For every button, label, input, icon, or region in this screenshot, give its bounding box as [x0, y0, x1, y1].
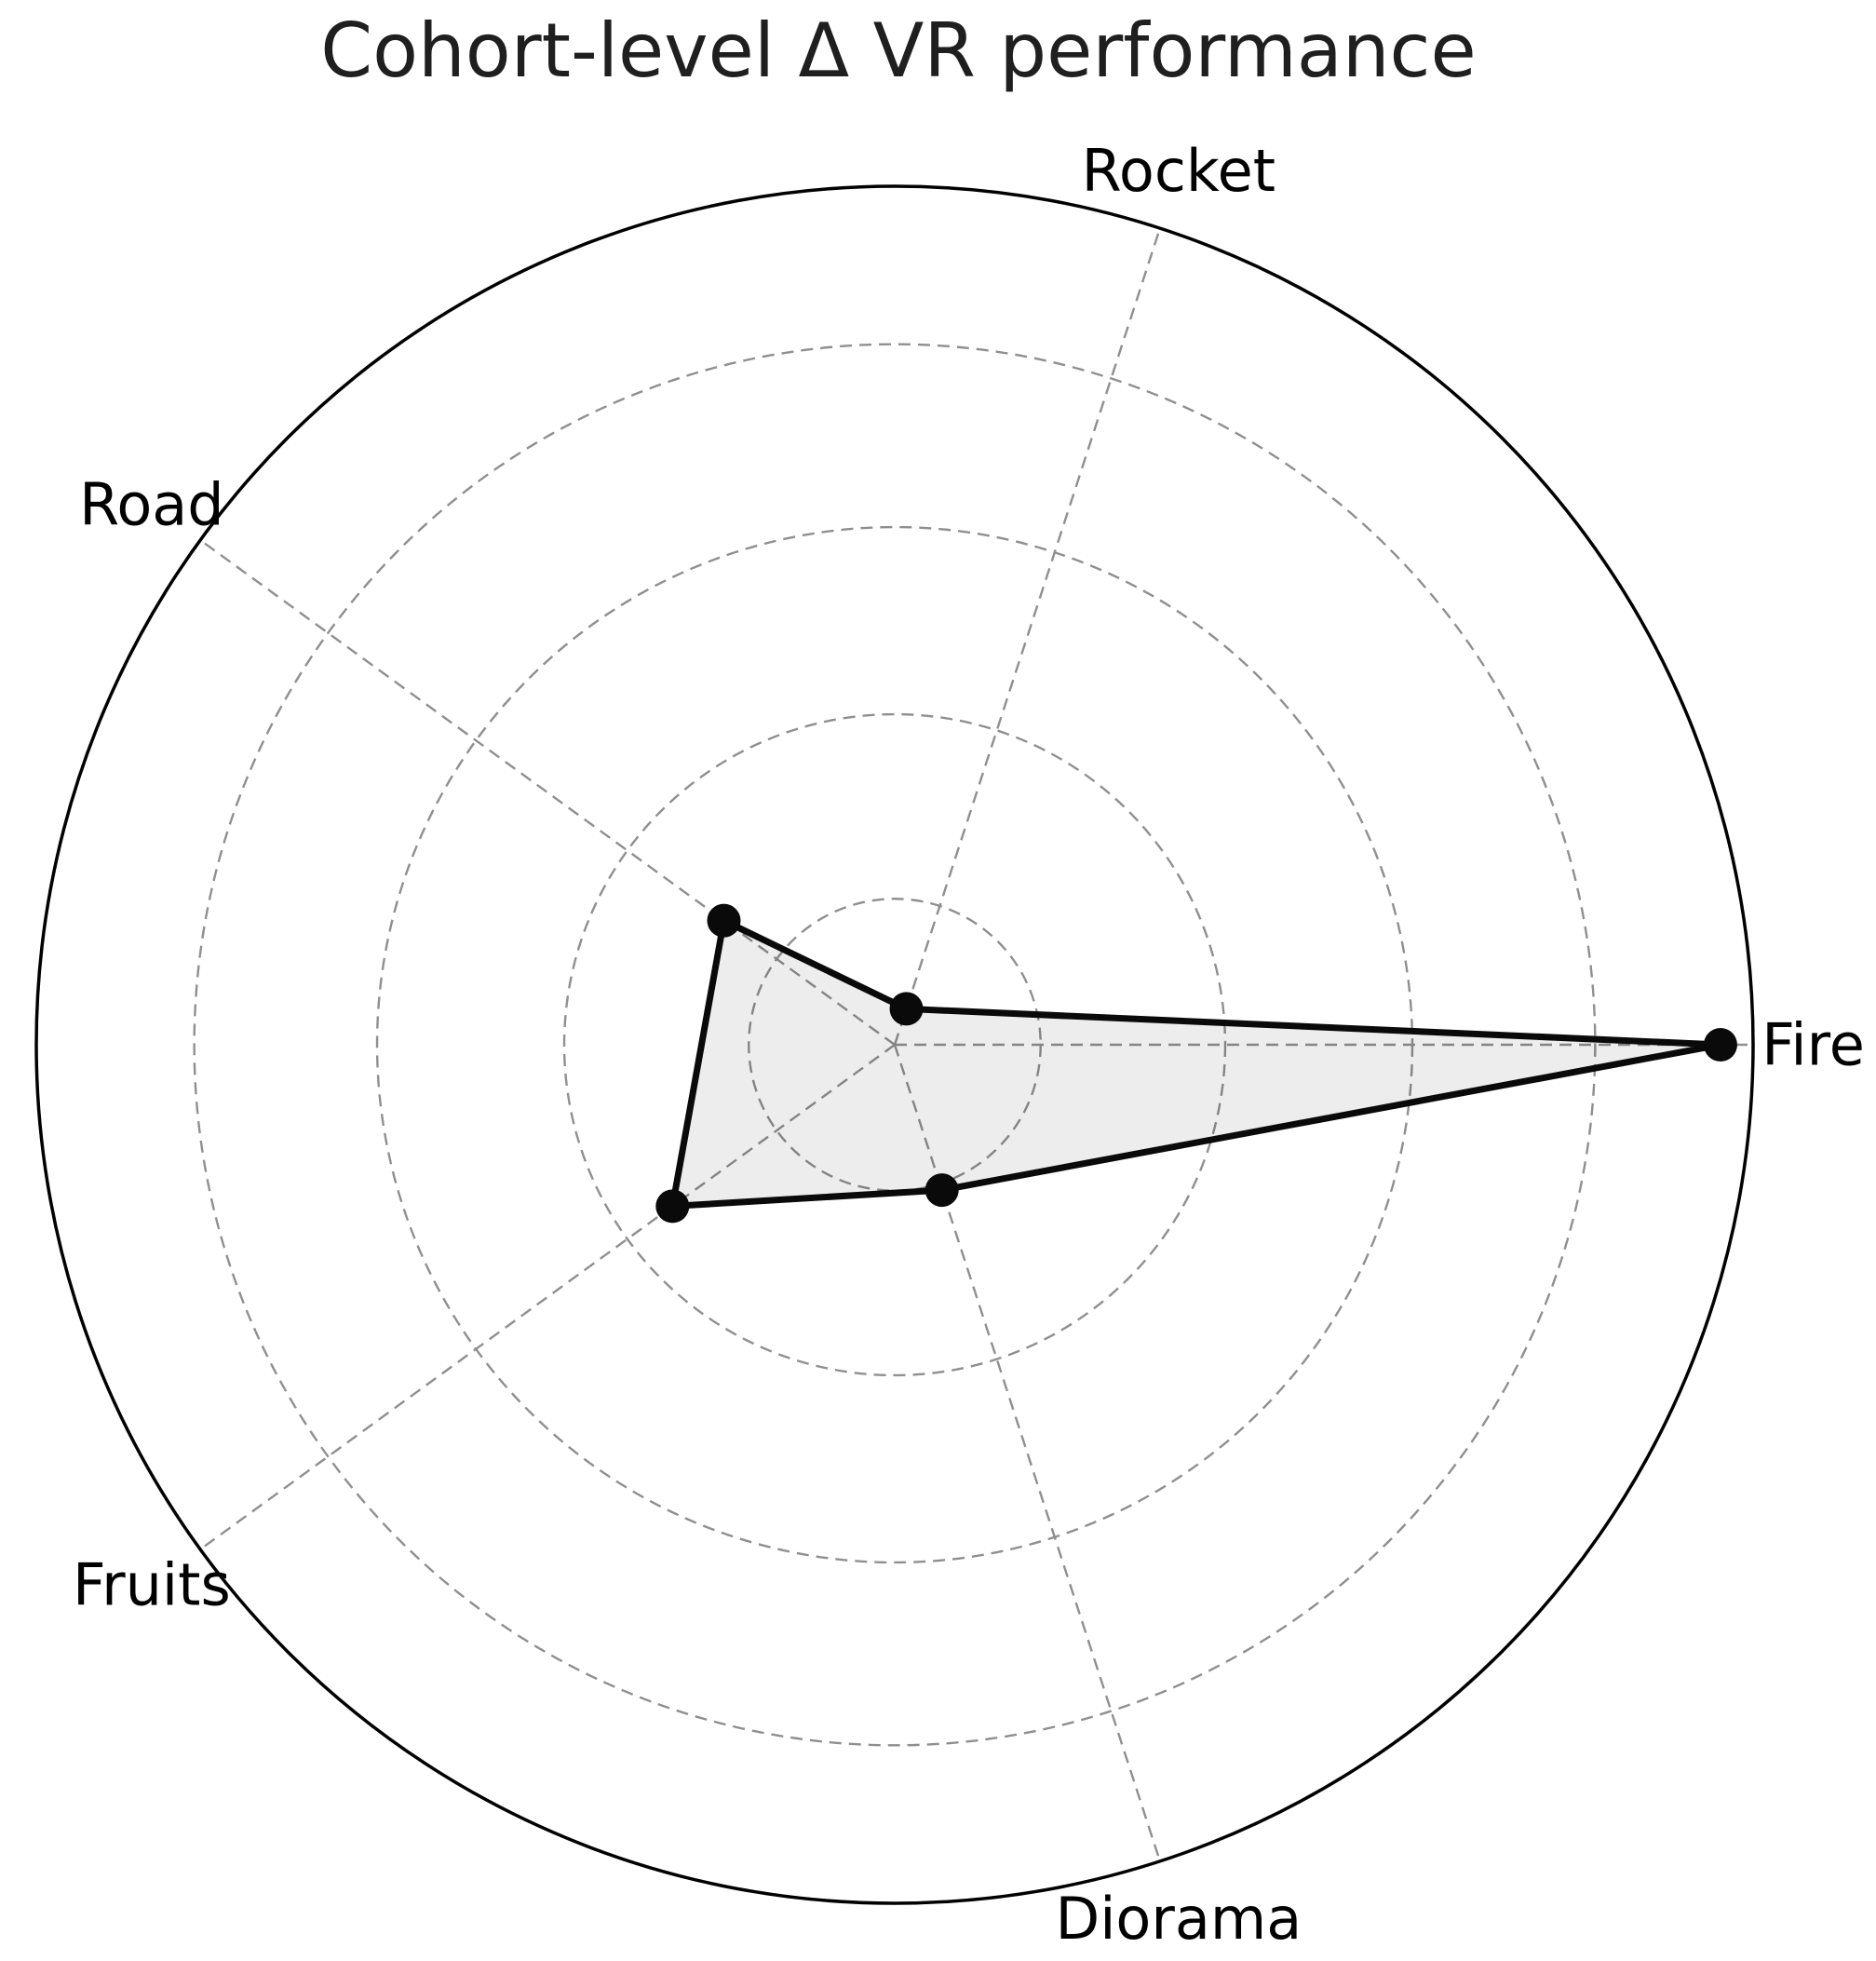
outer-circle — [34, 184, 1755, 1905]
axis-spoke-road — [199, 539, 896, 1046]
data-point-fruits — [655, 1189, 690, 1224]
data-point-diorama — [925, 1173, 959, 1208]
grid-ring-2 — [562, 712, 1227, 1377]
axis-label-fruits: Fruits — [73, 1550, 231, 1618]
axis-label-rocket: Rocket — [1082, 137, 1275, 205]
axis-label-road: Road — [79, 471, 224, 539]
axis-spoke-rocket — [893, 227, 1162, 1046]
data-point-fire — [1703, 1028, 1737, 1062]
data-point-road — [707, 903, 741, 938]
axis-label-fire: Fire — [1761, 1011, 1865, 1079]
grid-ring-4 — [193, 343, 1597, 1747]
axis-spoke-fruits — [199, 1044, 896, 1550]
chart-title: Cohort-level Δ VR performance — [320, 7, 1477, 94]
axis-label-diorama: Diorama — [1055, 1885, 1302, 1953]
data-point-rocket — [889, 992, 924, 1026]
data-polygon-cohort-mean-delta — [668, 917, 1724, 1210]
